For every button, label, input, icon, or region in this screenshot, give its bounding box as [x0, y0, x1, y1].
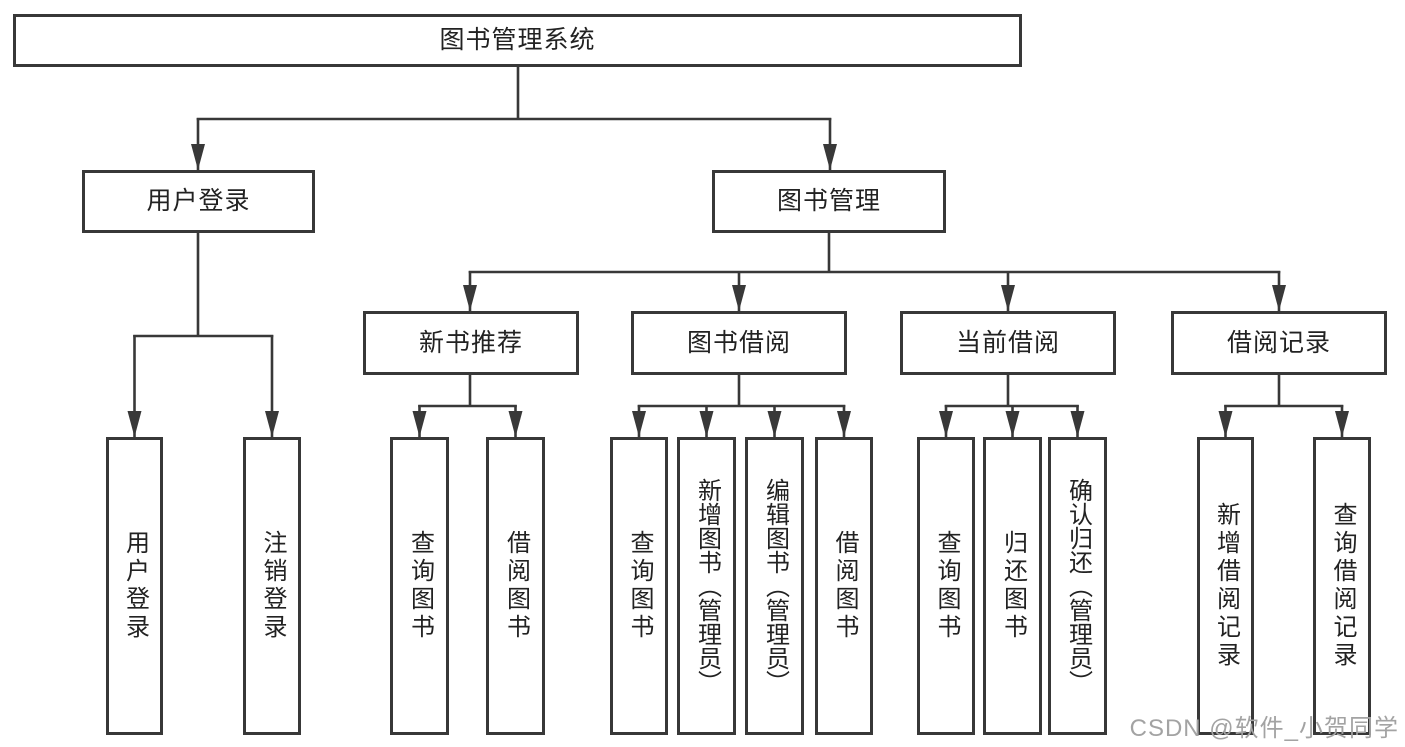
leaf-logout-label: 注销登录: [259, 530, 286, 642]
leaf-user-login: 用户登录: [106, 437, 163, 735]
leaf-user-login-label: 用户登录: [121, 530, 149, 642]
node-book-borrow: 图书借阅: [631, 311, 847, 375]
node-new-book-recommend-label: 新书推荐: [418, 328, 523, 357]
node-current-borrow-label: 当前借阅: [955, 328, 1060, 357]
node-user-login-label: 用户登录: [146, 187, 251, 215]
leaf-current-query-books-label: 查询图书: [933, 530, 960, 642]
leaf-borrow-add-books-admin: 新增图书（管理员）: [677, 437, 736, 735]
watermark-text: CSDN @软件_小贺同学: [1129, 715, 1399, 742]
node-user-login: 用户登录: [82, 170, 315, 233]
node-book-management: 图书管理: [712, 170, 946, 233]
leaf-current-query-books: 查询图书: [917, 437, 975, 735]
leaf-records-query-record: 查询借阅记录: [1313, 437, 1371, 735]
node-root-label: 图书管理系统: [439, 26, 596, 54]
node-borrow-records-label: 借阅记录: [1226, 328, 1331, 357]
node-new-book-recommend: 新书推荐: [363, 311, 579, 375]
leaf-current-confirm-return-admin: 确认归还（管理员）: [1048, 437, 1107, 735]
leaf-borrow-edit-books-admin-label: 编辑图书（管理员）: [761, 478, 789, 694]
leaf-recommend-query-books: 查询图书: [390, 437, 449, 735]
leaf-current-return-books: 归还图书: [983, 437, 1042, 735]
node-borrow-records: 借阅记录: [1171, 311, 1387, 375]
leaf-records-add-record: 新增借阅记录: [1197, 437, 1254, 735]
node-root-system: 图书管理系统: [13, 14, 1022, 67]
arrow-connectors: [127, 118, 1349, 437]
leaf-borrow-borrow-books: 借阅图书: [815, 437, 873, 735]
leaf-borrow-borrow-books-label: 借阅图书: [831, 530, 858, 642]
leaf-current-confirm-return-admin-label: 确认归还（管理员）: [1064, 478, 1092, 694]
leaf-borrow-query-books: 查询图书: [610, 437, 668, 735]
leaf-borrow-query-books-label: 查询图书: [626, 530, 653, 642]
leaf-borrow-edit-books-admin: 编辑图书（管理员）: [745, 437, 804, 735]
leaf-records-query-record-label: 查询借阅记录: [1329, 502, 1356, 670]
leaf-recommend-borrow-books-label: 借阅图书: [502, 530, 530, 642]
leaf-recommend-query-books-label: 查询图书: [406, 530, 434, 642]
leaf-recommend-borrow-books: 借阅图书: [486, 437, 545, 735]
leaf-current-return-books-label: 归还图书: [999, 530, 1027, 642]
node-book-management-label: 图书管理: [776, 187, 881, 215]
node-current-borrow: 当前借阅: [900, 311, 1116, 375]
node-book-borrow-label: 图书借阅: [686, 328, 791, 357]
leaf-borrow-add-books-admin-label: 新增图书（管理员）: [693, 478, 721, 694]
leaf-logout: 注销登录: [243, 437, 301, 735]
leaf-records-add-record-label: 新增借阅记录: [1212, 502, 1240, 670]
